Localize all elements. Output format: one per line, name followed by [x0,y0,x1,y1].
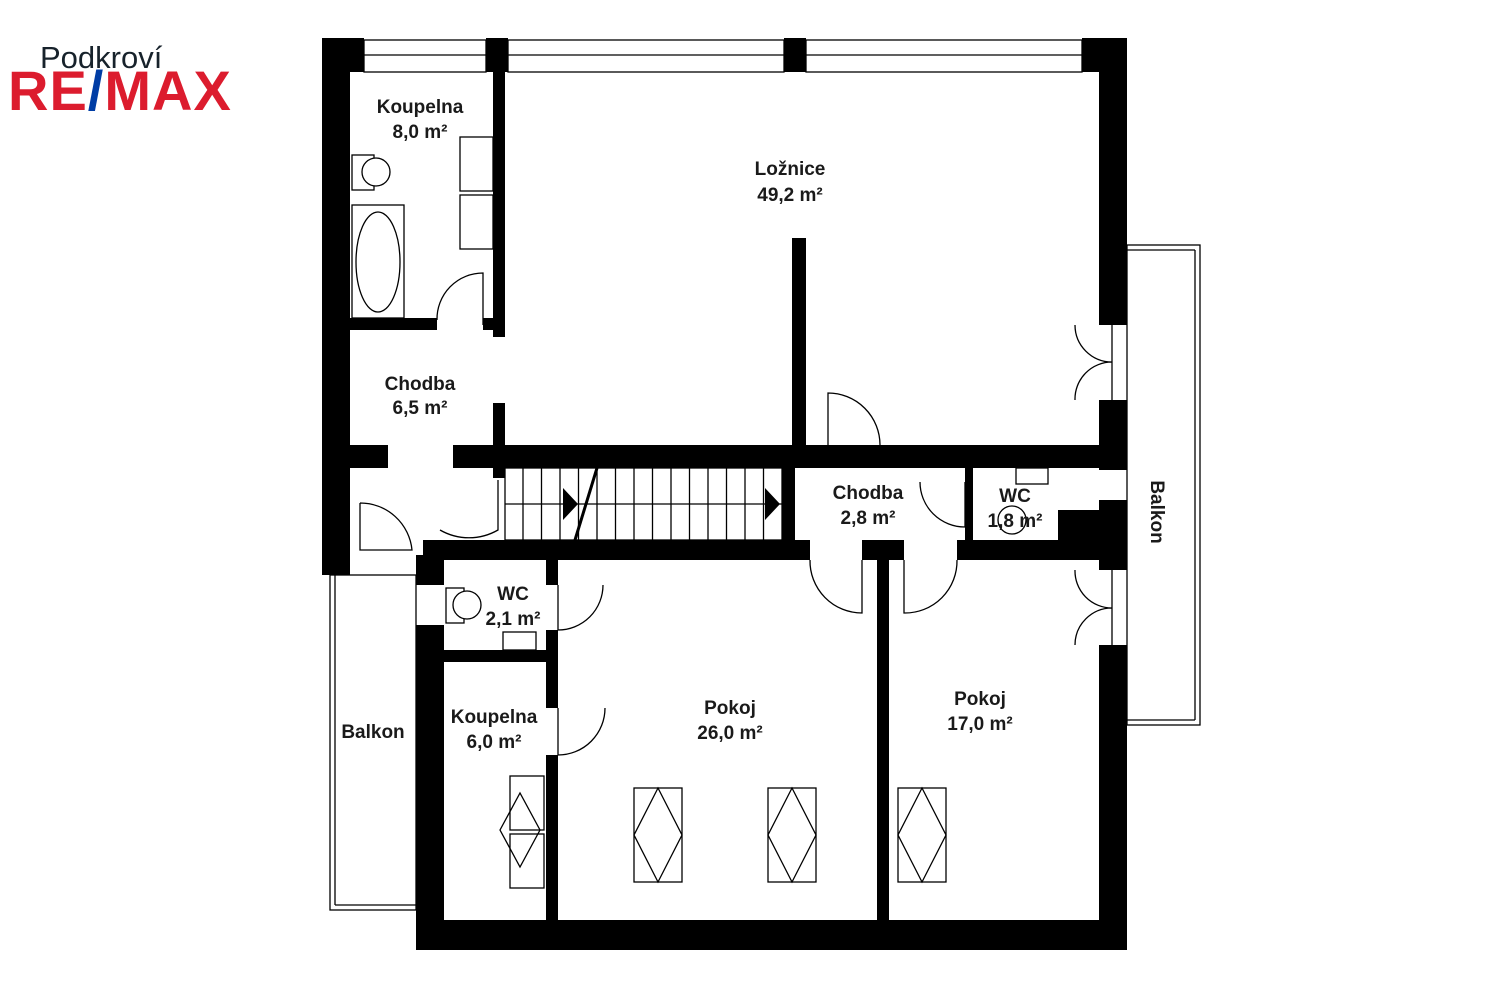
svg-text:1,8 m²: 1,8 m² [988,511,1043,532]
staircase [504,467,784,541]
svg-text:Balkon: Balkon [1146,480,1167,543]
room-wc-1: WC 1,8 m² [988,486,1043,532]
room-balkon-left: Balkon [341,722,404,743]
logo-part: RE [8,59,88,122]
svg-text:Pokoj: Pokoj [704,698,756,719]
walls [322,38,1127,950]
balcony-right [1126,244,1201,726]
room-balkon-right: Balkon [1146,480,1167,543]
remax-logo: RE/MAX [8,58,232,123]
room-pokoj-2: Pokoj 17,0 m² [947,689,1012,735]
svg-text:Pokoj: Pokoj [954,689,1006,710]
svg-text:2,1 m²: 2,1 m² [486,609,541,630]
svg-text:8,0 m²: 8,0 m² [393,122,448,143]
logo-slash: / [87,59,105,122]
fixtures [351,136,1049,889]
svg-text:Chodba: Chodba [385,374,456,395]
svg-text:Ložnice: Ložnice [755,159,826,180]
svg-text:Koupelna: Koupelna [377,97,464,118]
windows-top [363,39,1083,73]
svg-text:17,0 m²: 17,0 m² [947,714,1012,735]
doors [359,272,1113,756]
room-chodba-1: Chodba 6,5 m² [385,374,456,419]
room-koupelna-2: Koupelna 6,0 m² [451,707,538,753]
room-chodba-2: Chodba 2,8 m² [833,483,904,529]
svg-text:Koupelna: Koupelna [451,707,538,728]
svg-text:6,0 m²: 6,0 m² [467,732,522,753]
svg-text:49,2 m²: 49,2 m² [757,185,822,206]
svg-text:WC: WC [497,584,529,605]
room-koupelna-1: Koupelna 8,0 m² [377,97,464,143]
logo-part: MAX [104,59,232,122]
svg-text:Balkon: Balkon [341,722,404,743]
svg-text:WC: WC [999,486,1031,507]
svg-text:Chodba: Chodba [833,483,904,504]
svg-text:26,0 m²: 26,0 m² [697,723,762,744]
svg-text:6,5 m²: 6,5 m² [393,398,448,419]
svg-text:2,8 m²: 2,8 m² [841,508,896,529]
room-loznice: Ložnice 49,2 m² [755,159,826,206]
room-pokoj-1: Pokoj 26,0 m² [697,698,762,744]
floor-title: Podkroví [40,40,163,75]
room-wc-2: WC 2,1 m² [486,584,541,630]
